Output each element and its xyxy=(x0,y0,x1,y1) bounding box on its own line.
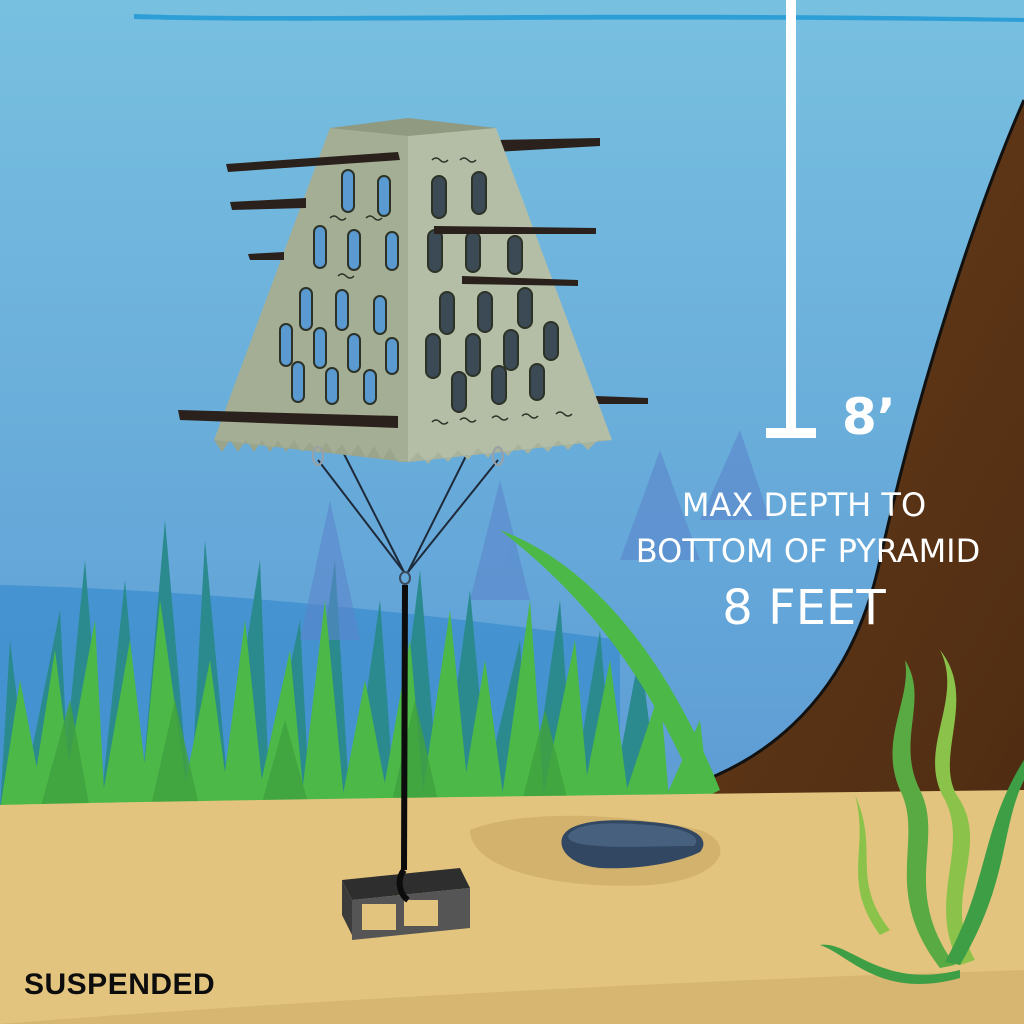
depth-ruler xyxy=(766,0,816,438)
rock xyxy=(561,820,704,869)
rope-bridle xyxy=(317,449,499,585)
fish-attractor-pyramid xyxy=(178,118,648,466)
caption-line-3: 8 FEET xyxy=(722,580,886,636)
mode-label: SUSPENDED xyxy=(24,968,216,1001)
caption-line-1: MAX DEPTH TO xyxy=(681,486,927,524)
bank xyxy=(630,100,1024,800)
caption-line-2: BOTTOM OF PYRAMID xyxy=(635,532,981,570)
kelp xyxy=(820,650,1024,984)
water-surface-line xyxy=(134,14,1024,22)
pyramid-shelves xyxy=(178,152,596,428)
sand xyxy=(0,790,1024,1024)
depth-marker-label: 8’ xyxy=(842,388,896,446)
cinder-block xyxy=(342,868,470,940)
anchor-rope xyxy=(401,584,408,871)
